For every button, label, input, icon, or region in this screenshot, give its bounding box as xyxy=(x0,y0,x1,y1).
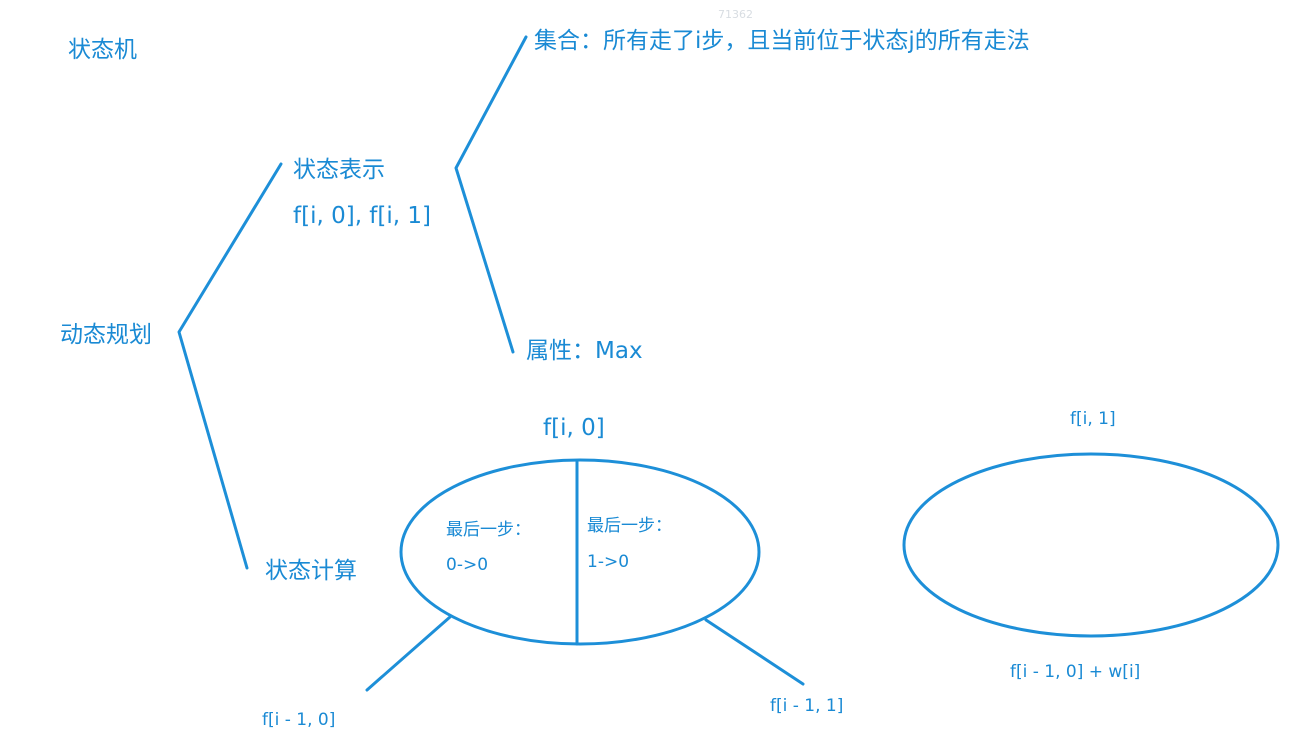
representation-bracket xyxy=(454,35,528,354)
set-f0-left-line1: 最后一步： xyxy=(446,520,531,540)
state-representation-label: 状态表示 xyxy=(293,157,385,183)
set-f0-left-result: f[i - 1, 0] xyxy=(262,710,336,730)
set-f1-result: f[i - 1, 0] + w[i] xyxy=(1010,662,1141,682)
set-f0-ellipse xyxy=(399,458,761,646)
root-node-label: 动态规划 xyxy=(60,322,152,348)
set-f1-ellipse xyxy=(902,452,1280,638)
set-f0-left-branch xyxy=(365,615,452,692)
set-f0-title: f[i, 0] xyxy=(543,415,605,441)
set-f0-left-line2: 0->0 xyxy=(446,555,489,575)
set-f0-right-line1: 最后一步： xyxy=(587,516,672,536)
set-f1-title: f[i, 1] xyxy=(1070,409,1116,429)
set-f0-right-line2: 1->0 xyxy=(587,552,630,572)
state-representation-formula: f[i, 0], f[i, 1] xyxy=(293,203,431,229)
set-definition: 集合：所有走了i步，且当前位于状态j的所有走法 xyxy=(534,28,1030,54)
set-f0-right-branch xyxy=(704,618,805,686)
state-computation-label: 状态计算 xyxy=(265,558,357,584)
property-definition: 属性：Max xyxy=(526,338,643,364)
diagram-title: 状态机 xyxy=(68,37,137,63)
root-bracket xyxy=(177,162,283,570)
set-f0-right-result: f[i - 1, 1] xyxy=(770,696,844,716)
watermark: 71362 xyxy=(718,8,753,21)
